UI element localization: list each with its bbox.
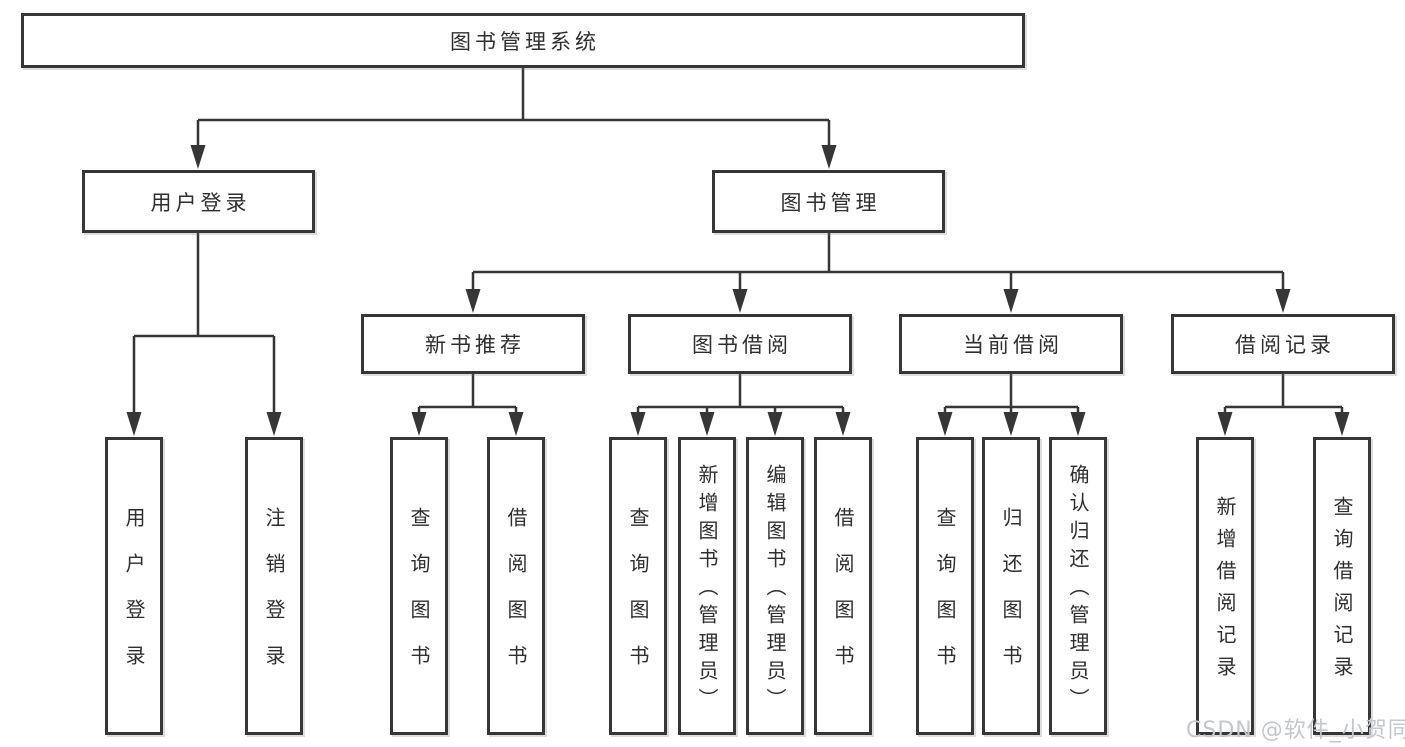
node-borrowing-records: 借阅记录: [1171, 314, 1395, 374]
connector-current-to-leaves: [937, 374, 1086, 436]
connector-login-to-leaves: [126, 233, 282, 436]
leaf-label: 查询图书: [407, 507, 431, 691]
node-book-borrowing: 图书借阅: [628, 314, 852, 374]
leaf-label: 新增图书（管理员）: [695, 464, 719, 716]
leaf-label: 用户登录: [122, 507, 146, 691]
connector-borrow-to-leaves: [630, 374, 851, 436]
connector-root-to-level2: [190, 68, 837, 169]
node-label: 图书管理: [780, 190, 881, 215]
leaf-query-books: 查询图书: [916, 437, 974, 735]
node-label: 当前借阅: [963, 333, 1063, 357]
connector-newbook-to-leaves: [411, 374, 524, 436]
leaf-query-books: 查询图书: [609, 437, 667, 735]
node-book-management: 图书管理: [712, 170, 945, 233]
leaf-label: 确认归还（管理员）: [1066, 464, 1090, 716]
node-new-book-recommend: 新书推荐: [361, 314, 585, 374]
leaf-add-borrow-record: 新增借阅记录: [1196, 437, 1254, 735]
leaf-query-books: 查询图书: [390, 437, 448, 735]
node-label: 新书推荐: [425, 333, 525, 357]
connector-record-to-leaves: [1217, 374, 1350, 436]
leaf-borrow-books: 借阅图书: [487, 437, 545, 735]
leaf-label: 新增借阅记录: [1213, 496, 1237, 688]
leaf-label: 借阅图书: [831, 507, 855, 691]
leaf-query-borrow-record: 查询借阅记录: [1313, 437, 1371, 735]
leaf-label: 借阅图书: [504, 507, 528, 691]
node-label: 借阅记录: [1235, 333, 1335, 357]
leaf-label: 查询图书: [933, 507, 957, 691]
leaf-label: 查询借阅记录: [1330, 496, 1354, 688]
node-label: 用户登录: [150, 190, 251, 215]
node-user-login: 用户登录: [82, 170, 315, 233]
node-label: 图书管理系统: [450, 29, 600, 54]
leaf-logout: 注销登录: [245, 437, 303, 735]
leaf-user-login: 用户登录: [105, 437, 163, 735]
leaf-label: 归还图书: [999, 507, 1023, 691]
node-label: 图书借阅: [692, 333, 792, 357]
connector-mgmt-to-level3: [465, 233, 1291, 313]
node-current-borrowing: 当前借阅: [899, 314, 1123, 374]
leaf-return-books: 归还图书: [982, 437, 1040, 735]
node-library-management-system: 图书管理系统: [21, 13, 1025, 68]
leaf-label: 注销登录: [262, 507, 286, 691]
leaf-confirm-return-admin: 确认归还（管理员）: [1049, 437, 1107, 735]
leaf-label: 查询图书: [626, 507, 650, 691]
leaf-borrow-books: 借阅图书: [814, 437, 872, 735]
csdn-watermark: CSDN @软件_小贺同学: [1186, 718, 1405, 743]
leaf-label: 编辑图书（管理员）: [763, 464, 787, 716]
leaf-edit-books-admin: 编辑图书（管理员）: [746, 437, 804, 735]
leaf-add-books-admin: 新增图书（管理员）: [678, 437, 736, 735]
